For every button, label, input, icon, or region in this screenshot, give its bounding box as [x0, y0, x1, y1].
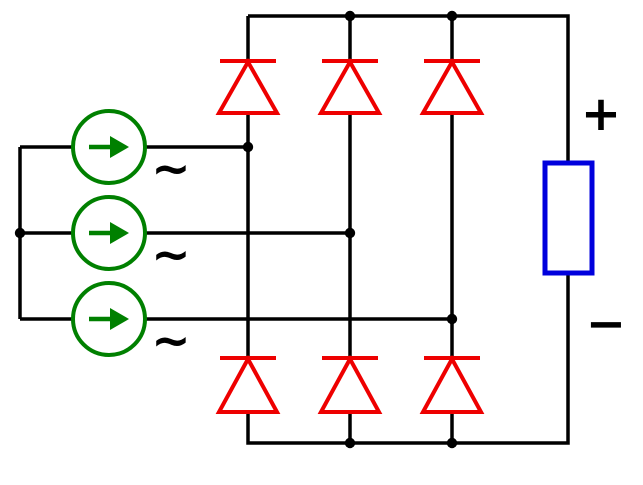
- ac-tilde-label-3: ~: [151, 314, 190, 369]
- diode-top-3: [419, 57, 485, 115]
- load-resistor: [542, 160, 595, 276]
- diode-bottom-3: [419, 354, 485, 414]
- junction-dot: [14, 227, 26, 239]
- negative-rail-wire: [246, 273, 570, 445]
- ac-source-1: [71, 109, 147, 185]
- diode-anode-triangle: [419, 354, 485, 414]
- ac-tilde-label-1: ~: [151, 142, 190, 197]
- diode-bottom-1: [215, 354, 281, 414]
- current-arrow-head-icon: [110, 308, 129, 330]
- ac-source-3: [71, 281, 147, 357]
- ac-tilde-label-2: ~: [151, 228, 190, 283]
- current-arrow-head-icon: [110, 136, 129, 158]
- diode-anode-triangle: [215, 57, 281, 115]
- junction-dot: [446, 10, 458, 22]
- junction-dot: [446, 437, 458, 449]
- diode-top-1: [215, 57, 281, 115]
- junctions: [14, 10, 458, 449]
- junction-dot: [344, 10, 356, 22]
- diode-bottom-2: [317, 354, 383, 414]
- diode-anode-triangle: [317, 57, 383, 115]
- diode-anode-triangle: [215, 354, 281, 414]
- positive-rail-wire: [248, 14, 570, 163]
- plus-label: +: [581, 86, 621, 142]
- junction-dot: [344, 437, 356, 449]
- ac-source-2: [71, 195, 147, 271]
- diode-anode-triangle: [419, 57, 485, 115]
- diode-top-2: [317, 57, 383, 115]
- diode-anode-triangle: [317, 354, 383, 414]
- junction-dot: [242, 141, 254, 153]
- current-arrow-head-icon: [110, 222, 129, 244]
- junction-dot: [446, 313, 458, 325]
- minus-label: −: [586, 296, 626, 352]
- junction-dot: [344, 227, 356, 239]
